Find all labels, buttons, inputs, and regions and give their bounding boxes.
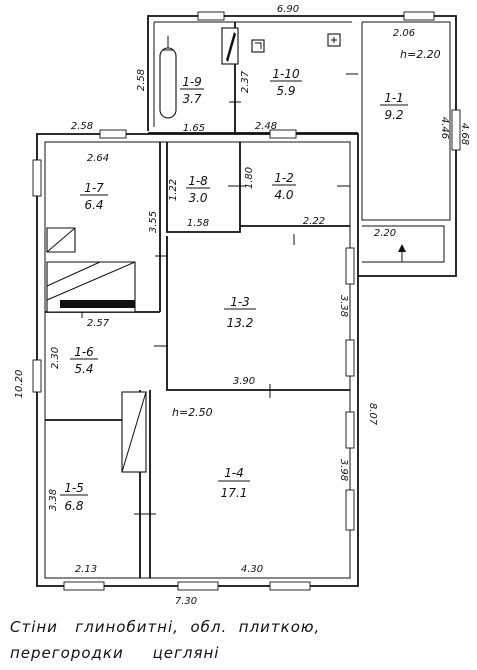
room-1-10: 1-10 5.9 [270, 67, 302, 98]
caption-line-2: перегородки цегляні [10, 644, 220, 662]
room-area: 4.0 [274, 188, 293, 202]
room-labels: 1-9 3.7 1-10 5.9 1-1 9.2 1-7 6.4 1-8 3.0… [60, 67, 408, 513]
dim-top-total: 6.90 [277, 4, 299, 15]
dim-2-20: 2.20 [374, 228, 396, 239]
room-1-2: 1-2 4.0 [272, 171, 296, 202]
room-id: 1-3 [230, 295, 250, 309]
dim-2-13: 2.13 [75, 564, 97, 575]
dim-2-64: 2.64 [87, 153, 109, 164]
dim-bottom-total: 7.30 [175, 596, 197, 607]
room-id: 1-1 [384, 91, 404, 105]
room-1-9: 1-9 3.7 [180, 75, 204, 106]
dim-1-22: 1.22 [168, 179, 179, 201]
room-id: 1-10 [272, 67, 300, 81]
room-area: 6.8 [64, 499, 83, 513]
room-1-7: 1-7 6.4 [80, 181, 108, 212]
dim-1-80: 1.80 [244, 167, 255, 189]
dim-1-58: 1.58 [187, 218, 209, 229]
dim-3-98: 3.98 [338, 459, 349, 481]
room-1-1: 1-1 9.2 [380, 91, 408, 122]
room-area: 5.4 [74, 362, 93, 376]
room-area: 3.7 [182, 92, 201, 106]
dim-10-20: 10.20 [14, 370, 25, 399]
dim-8-07: 8.07 [367, 403, 378, 426]
dimension-labels: 6.90 2.06 2.58 2.37 4.46 4.68 2.58 1.65 … [14, 4, 470, 607]
room-area: 17.1 [221, 486, 248, 500]
room-area: 3.0 [188, 191, 207, 205]
door-ticks [81, 73, 358, 515]
dim-2-22: 2.22 [303, 216, 325, 227]
room-id: 1-5 [64, 481, 84, 495]
dim-2-06: 2.06 [393, 28, 415, 39]
room-id: 1-7 [84, 181, 104, 195]
room-1-3: 1-3 13.2 [224, 295, 256, 330]
room-1-5: 1-5 6.8 [60, 481, 88, 513]
room-area: 5.9 [276, 84, 295, 98]
dim-4-30: 4.30 [241, 564, 263, 575]
height-ext: h=2.20 [400, 48, 441, 61]
dim-3-38-right: 3.38 [338, 295, 349, 317]
room-1-8: 1-8 3.0 [186, 174, 210, 205]
room-id: 1-6 [74, 345, 94, 359]
dim-2-48: 2.48 [255, 121, 277, 132]
room-area: 13.2 [227, 316, 254, 330]
room-area: 9.2 [384, 108, 403, 122]
room-area: 6.4 [84, 198, 103, 212]
room-id: 1-9 [182, 75, 202, 89]
room-id: 1-4 [224, 466, 244, 480]
dim-2-57: 2.57 [87, 318, 110, 329]
room-1-6: 1-6 5.4 [70, 345, 98, 376]
dim-4-68: 4.68 [459, 123, 470, 145]
dim-2-58-top: 2.58 [71, 121, 93, 132]
room-id: 1-8 [188, 174, 208, 188]
dim-3-90: 3.90 [233, 376, 255, 387]
dim-2-30: 2.30 [50, 347, 61, 369]
height-main: h=2.50 [172, 406, 213, 419]
room-1-4: 1-4 17.1 [218, 466, 250, 500]
dim-3-55: 3.55 [148, 211, 159, 233]
dim-2-58-side: 2.58 [136, 69, 147, 91]
caption-line-1: Стіни глинобитні, обл. плиткою, [10, 618, 321, 636]
dim-2-37: 2.37 [240, 70, 251, 93]
dim-4-46: 4.46 [439, 117, 450, 139]
fixtures [46, 27, 341, 473]
room-id: 1-2 [274, 171, 294, 185]
windows [32, 11, 461, 591]
dim-3-38-left: 3.38 [48, 489, 59, 511]
dim-1-65: 1.65 [183, 123, 205, 134]
